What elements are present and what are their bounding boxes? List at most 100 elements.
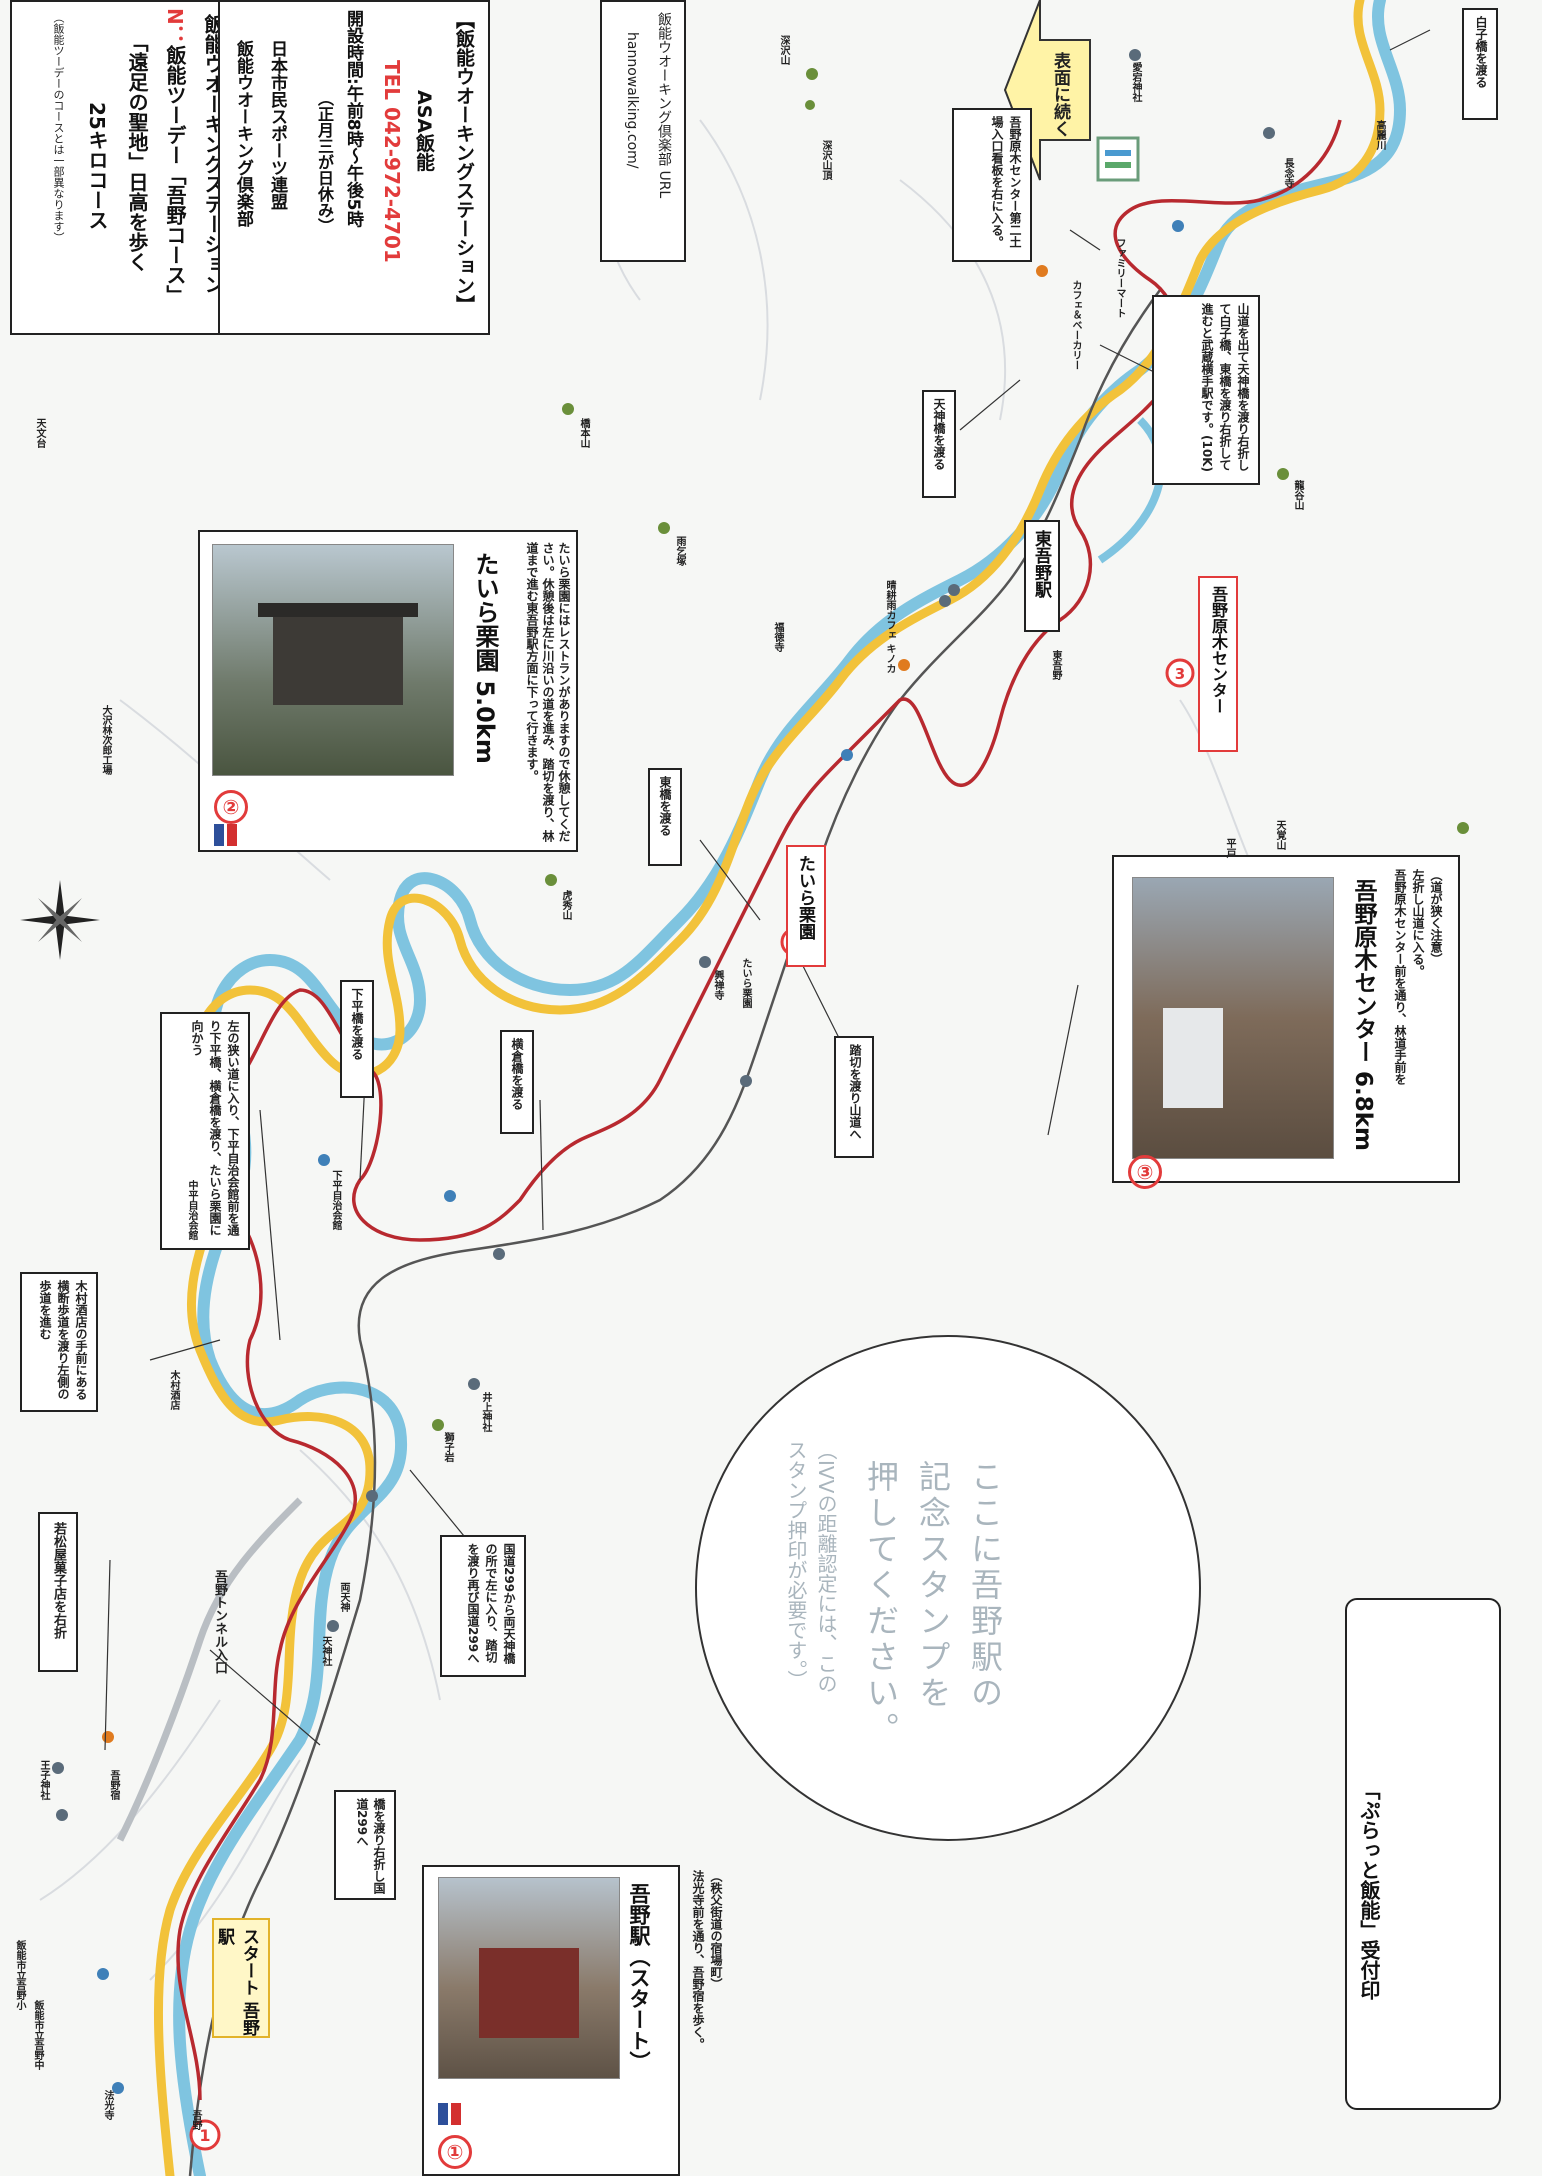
stop-1-photo xyxy=(438,1877,620,2079)
stop-1-title: 吾野駅（スタート） xyxy=(627,1883,651,2072)
stop-2-box: ② たいら栗園 5.0km たいら栗園にはレストランがありますので休憩してくださ… xyxy=(198,530,578,852)
callout-shimodaira-text: 下平橋を渡る xyxy=(350,988,364,1060)
map-label: ファミリーマート xyxy=(1114,238,1125,318)
map-label: 王子神社 xyxy=(38,1760,49,1800)
shrine-pins xyxy=(52,49,1275,1821)
map-label: 晴耕雨カフェ キノカ xyxy=(884,580,895,674)
map-label: 法光寺 xyxy=(102,2090,113,2120)
callout-higashibashi: 東橋を渡る xyxy=(648,768,682,866)
map-label: 大沢林次郎工場 xyxy=(100,705,111,775)
stop-marker-1: 1 xyxy=(189,2119,221,2151)
callout-yamamichi-text: 山道を出て天神橋を渡り右折して白子橋、東橋を渡り右折して進むと武蔵横手駅です。(… xyxy=(1200,303,1250,472)
contact-closed: （正月三が日休み） xyxy=(315,90,334,234)
url-link[interactable]: hannowalking.com/ xyxy=(624,32,640,169)
map-label: 龍谷山 xyxy=(1292,480,1303,510)
callout-genboku2-text: 吾野原木センター第二土場入口看板を右に入る。 xyxy=(990,116,1022,248)
stop-3-photo xyxy=(1132,877,1334,1159)
callout-aganogenboku-text: 吾野原木センター xyxy=(1209,586,1228,714)
callout-kokudo: 国道299から両天神橋の所で左に入り、踏切を渡り再び国道299へ xyxy=(440,1535,526,1677)
callout-shimodaira: 下平橋を渡る xyxy=(340,980,374,1098)
mountain-pins xyxy=(432,68,1469,1431)
map-label: 吾野 xyxy=(190,2110,201,2130)
callout-leaders xyxy=(104,29,1431,1751)
map-label: 愛宕神社 xyxy=(1130,62,1141,102)
map-label: 天文台 xyxy=(34,418,45,448)
stop-2-num: ② xyxy=(214,790,248,824)
map-label: 興禅寺 xyxy=(712,970,723,1000)
stamp-line3: 押してください。 xyxy=(862,1460,900,1748)
stamp-note2: スタンプ押印が必要です。） xyxy=(784,1440,808,1690)
callout-yokokura-text: 横倉橋を渡る xyxy=(510,1038,524,1110)
header-line2: N：飯能ツーデー「吾野コース」 xyxy=(161,8,190,333)
contact-org3: 飯能ウオーキング倶楽部 xyxy=(233,40,253,227)
stop-3-desc1: 吾野原木センター前を通り、林道手前を xyxy=(1393,869,1407,1085)
url-line1: 飯能ウオーキング倶楽部 URL xyxy=(656,12,672,199)
stop-1-num: ① xyxy=(438,2135,472,2169)
reception-label: 「ぷらっと飯能」受付印 xyxy=(1357,1780,1381,2000)
callout-higashiagano-text: 東吾野駅 xyxy=(1031,530,1051,598)
callout-shirako-text: 白子橋を渡る xyxy=(1474,16,1488,88)
stop-marker-3: 3 xyxy=(1165,658,1195,688)
callout-kokudo-text: 国道299から両天神橋の所で左に入り、踏切を渡り再び国道299へ xyxy=(466,1543,516,1665)
river-branch xyxy=(1097,417,1165,564)
contact-org: ASA飯能 xyxy=(413,90,435,172)
stop-3-desc2: 左折し山道に入る。 xyxy=(1411,869,1425,977)
compass-icon xyxy=(20,880,100,960)
stop-2-desc: たいら栗園にはレストランがありますので休憩してください。休憩後は左に川沿いの道を… xyxy=(525,542,571,842)
stop-2-title: たいら栗園 5.0km xyxy=(471,552,499,764)
header-line2-text: 飯能ツーデー「吾野コース」 xyxy=(163,44,187,305)
header-note: （飯能ツーデーのコースとは一部異なります） xyxy=(52,12,65,243)
callout-tenjin-text: 天神橋を渡る xyxy=(932,398,946,470)
stop-3-box: ③ 吾野原木センター 6.8km 吾野原木センター前を通り、林道手前を 左折し山… xyxy=(1112,855,1460,1189)
callout-taira: たいら栗園 xyxy=(786,845,826,967)
map-label: 獅子岩 xyxy=(442,1432,453,1462)
map-label: 平戸 xyxy=(1224,838,1235,858)
callout-wakamatsu-text: 若松屋菓子店を右折 xyxy=(51,1522,66,1639)
callout-yamamichi: 山道を出て天神橋を渡り右折して白子橋、東橋を渡り右折して進むと武蔵横手駅です。(… xyxy=(1152,295,1260,485)
callout-taira-text: たいら栗園 xyxy=(795,855,815,940)
header-line4: 25キロコース xyxy=(85,102,109,230)
facility-pins xyxy=(97,220,1184,2094)
map-label: 虎秀山 xyxy=(560,890,571,920)
contact-title: 【飯能ウオーキングステーション】 xyxy=(453,10,475,314)
header-line3: 「遠足の聖地」日高を歩く xyxy=(125,32,149,272)
map-label: 飯能市立吾野中 xyxy=(32,2000,43,2070)
callout-kimura-text: 木村酒店の手前にある横断歩道を渡り左側の歩道を進む xyxy=(38,1280,88,1400)
start-callout: スタート 吾野駅 xyxy=(212,1918,270,2038)
map-label: 天神社 xyxy=(320,1636,331,1666)
contact-org2: 日本市民スポーツ連盟 xyxy=(267,40,287,210)
restroom-icon xyxy=(214,824,242,848)
callout-hidari: 左の狭い道に入り、下平自治会館前を通り下平橋、横倉橋を渡り、たいら栗園に向かう xyxy=(160,1012,250,1250)
stop-1-box: ① 吾野駅（スタート） xyxy=(422,1865,680,2176)
svg-text:1: 1 xyxy=(199,2126,210,2145)
callout-fumikiri-text: 踏切を渡り山道へ xyxy=(848,1044,862,1140)
secondary-road xyxy=(116,1497,303,1842)
callout-fumikiri: 踏切を渡り山道へ xyxy=(834,1036,874,1158)
map-label: たいら栗園 xyxy=(740,958,751,1008)
map-label: 天覚山 xyxy=(1274,820,1285,850)
walking-route xyxy=(176,119,1342,2101)
contact-tel: TEL 042-972-4701 xyxy=(380,60,404,263)
map-label: 雨乞塚 xyxy=(674,536,685,566)
map-label: 長念寺 xyxy=(1282,158,1293,188)
callout-wakamatsu: 若松屋菓子店を右折 xyxy=(38,1512,78,1672)
callout-kimura: 木村酒店の手前にある横断歩道を渡り左側の歩道を進む xyxy=(20,1272,98,1412)
url-box: 飯能ウオーキング倶楽部 URL hannowalking.com/ xyxy=(600,0,686,262)
restroom-icon xyxy=(438,2103,466,2127)
map-label: 高麗川 xyxy=(1374,120,1385,150)
callout-yokokura: 横倉橋を渡る xyxy=(500,1030,534,1134)
tunnel-label: 吾野トンネル入口 xyxy=(212,1570,227,1674)
map-label: 深沢山頂 xyxy=(820,140,831,180)
contact-hours: 開設時間:午前8時～午後5時 xyxy=(343,10,363,228)
stop-2-photo xyxy=(212,544,454,776)
map-label: 飯能市立吾野小 xyxy=(14,1940,25,2010)
map-label: 両天神 xyxy=(338,1582,349,1612)
map-label: 東吾野 xyxy=(1050,650,1061,680)
map-label: 吾野宿 xyxy=(108,1770,119,1800)
map-label: 中平自治会館 xyxy=(186,1180,197,1240)
map-label: 深沢山 xyxy=(778,35,789,65)
header-box: 飯能ウオーキングステーション N：飯能ツーデー「吾野コース」 「遠足の聖地」日高… xyxy=(10,0,238,335)
svg-text:3: 3 xyxy=(1175,665,1185,683)
